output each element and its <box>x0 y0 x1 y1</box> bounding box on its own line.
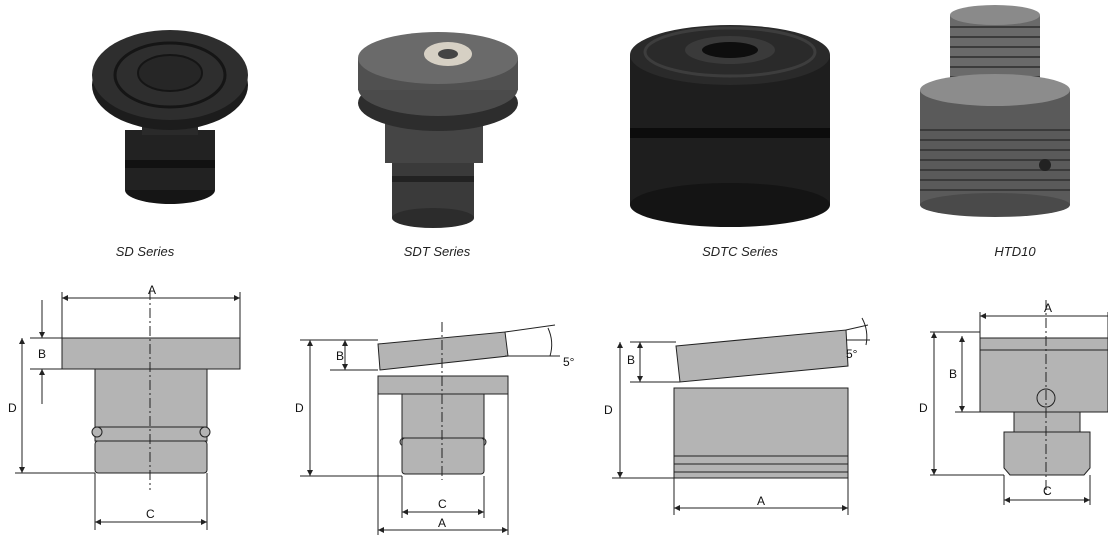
htd10-dim-b: B <box>949 367 957 381</box>
sdt-dim-c: C <box>438 497 447 511</box>
sdt-tilt-angle: 5° <box>563 355 575 369</box>
sdt-dim-d: D <box>295 401 304 415</box>
sdtc-drawing <box>612 317 870 515</box>
sdt-drawing <box>300 322 560 535</box>
htd10-dim-d: D <box>919 401 928 415</box>
sdtc-dim-b: B <box>627 353 635 367</box>
sd-dim-a: A <box>148 283 156 297</box>
sdtc-dim-d: D <box>604 403 613 417</box>
htd10-drawing <box>930 300 1108 505</box>
sdt-dim-a: A <box>438 516 446 530</box>
sd-saddle-photo <box>92 30 248 204</box>
htd10-caption: HTD10 <box>994 244 1036 259</box>
sd-dim-d: D <box>8 401 17 415</box>
sdt-dim-b: B <box>336 349 344 363</box>
sdtc-series-caption: SDTC Series <box>702 244 778 259</box>
sdt-tilt-saddle-photo <box>358 32 518 228</box>
htd10-dim-a: A <box>1044 301 1052 315</box>
sd-dim-b: B <box>38 347 46 361</box>
sd-dim-c: C <box>146 507 155 521</box>
sd-drawing <box>15 290 241 530</box>
htd10-dim-c: C <box>1043 484 1052 498</box>
sdt-series-caption: SDT Series <box>403 244 471 259</box>
sdtc-tilt-angle: 5° <box>846 347 858 361</box>
htd10-threaded-saddle-photo <box>920 5 1070 217</box>
sd-series-caption: SD Series <box>115 244 175 259</box>
sdtc-tilt-saddle-photo <box>630 25 830 227</box>
sdtc-dim-a: A <box>757 494 765 508</box>
